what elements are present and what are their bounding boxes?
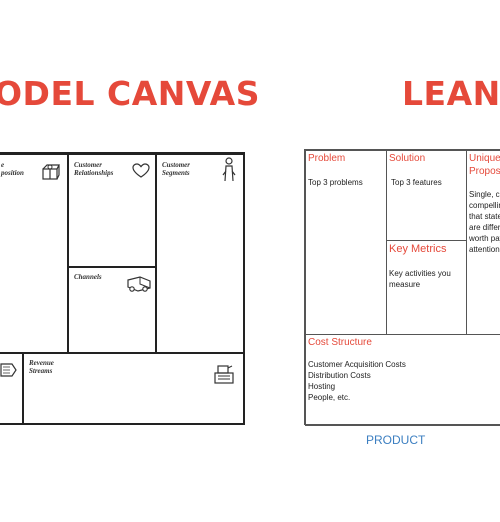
problem-cell: Problem Top 3 problems (305, 150, 387, 335)
heart-icon (132, 163, 150, 178)
cash-register-icon (214, 365, 234, 384)
cost-structure-description: Customer Acquisition Costs Distribution … (308, 360, 406, 402)
customer-relationships-cell: Customer Relationships (67, 154, 157, 268)
key-metrics-cell: Key Metrics Key activities you measure (386, 240, 467, 335)
price-tag-icon (0, 363, 17, 377)
channels-cell: Channels (67, 266, 157, 354)
solution-cell: Solution Top 3 features (386, 150, 467, 241)
solution-description: Top 3 features (391, 178, 442, 187)
solution-heading: Solution (389, 153, 426, 164)
problem-heading: Problem (308, 153, 346, 164)
cost-structure-cell: Cost Structure Customer Acquisition Cost… (305, 334, 500, 426)
customer-segments-label: Customer Segments (162, 161, 191, 177)
product-section-label: PRODUCT (366, 433, 426, 447)
cost-structure-heading: Cost Structure (308, 337, 372, 348)
revenue-streams-cell: Revenue Streams (22, 352, 245, 425)
person-icon (222, 157, 236, 182)
customer-segments-cell: Customer Segments (155, 154, 245, 354)
lean-canvas: Problem Top 3 problems Solution Top 3 fe… (304, 149, 500, 426)
cost-structure-cell (0, 352, 24, 425)
key-metrics-description: Key activities you measure (389, 269, 451, 289)
revenue-streams-label: Revenue Streams (29, 359, 54, 375)
business-model-canvas-title: ODEL CANVAS (0, 74, 260, 113)
problem-description: Top 3 problems (308, 178, 363, 187)
channels-label: Channels (74, 273, 102, 281)
customer-relationships-label: Customer Relationships (74, 161, 114, 177)
gift-box-icon (42, 164, 60, 180)
lean-canvas-title: LEAN (402, 74, 500, 113)
unique-value-proposition-description: Single, cl compellin that state are diff… (469, 190, 500, 254)
delivery-truck-icon (127, 276, 151, 292)
key-metrics-heading: Key Metrics (389, 243, 447, 255)
